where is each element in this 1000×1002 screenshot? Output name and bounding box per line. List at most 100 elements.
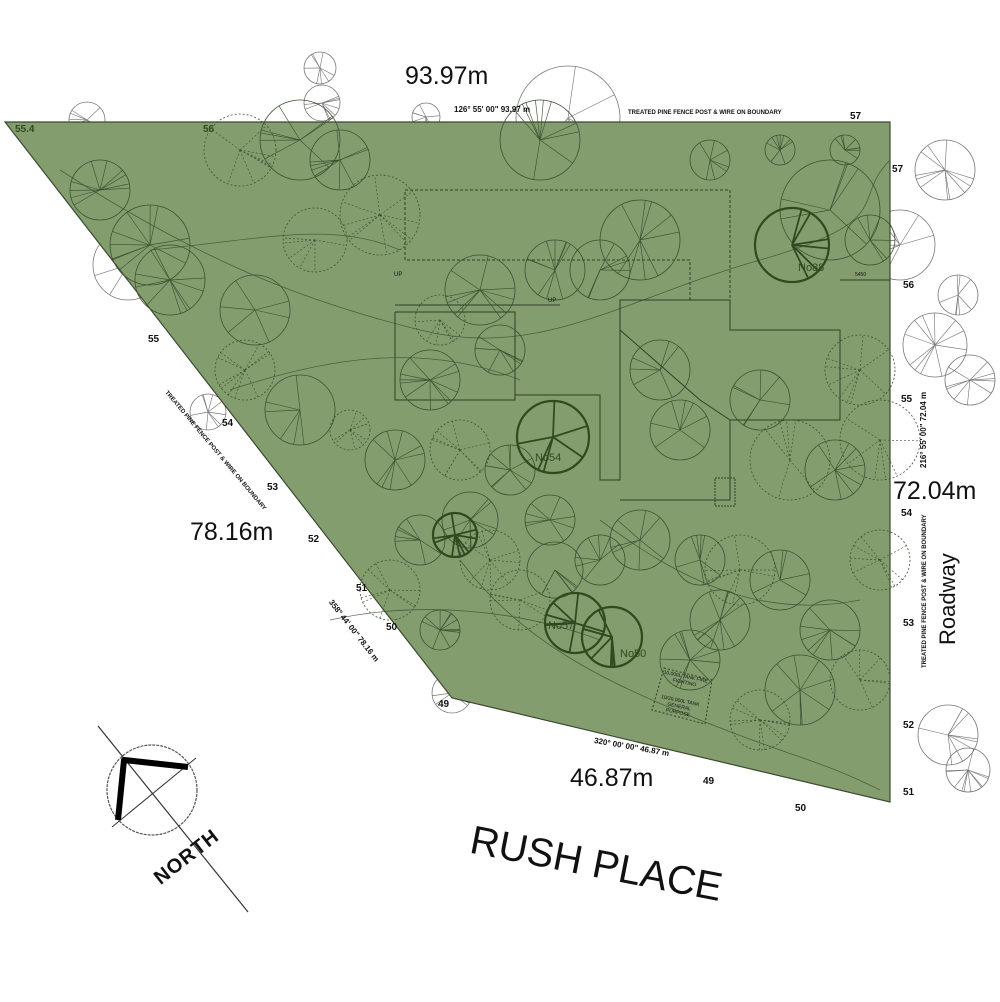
tree-symbol — [799, 599, 861, 661]
contour-label: 49 — [703, 776, 715, 787]
tree-symbol — [764, 134, 796, 166]
tree-symbol — [944, 354, 996, 406]
contour-label: 54 — [222, 418, 234, 429]
house-outline — [394, 189, 890, 507]
tree-symbol — [937, 274, 979, 316]
north-bearing: 126° 55' 00" 93.97 m — [454, 105, 531, 114]
tree-symbol — [902, 312, 968, 378]
tree-symbol — [526, 541, 584, 599]
tree-no57 — [543, 591, 607, 655]
contour-label: 50 — [795, 803, 807, 814]
contour-label: 57 — [892, 164, 904, 175]
tree-symbol — [189, 393, 227, 431]
tree-symbol — [499, 99, 581, 181]
contour-label: 54 — [901, 508, 913, 519]
tree-symbol — [109, 204, 191, 286]
tree-symbol — [414, 294, 466, 346]
north-arrow — [97, 725, 249, 913]
tree-symbol — [134, 244, 206, 316]
contour-label: 57 — [850, 111, 862, 122]
setback-dimension: 5450 — [855, 272, 867, 278]
contour-label: 56 — [903, 280, 915, 291]
tree-symbol — [524, 239, 586, 301]
tree-symbol — [829, 134, 861, 166]
tree-symbol — [484, 444, 536, 496]
tree-symbol — [609, 509, 671, 571]
tree-symbol — [704, 534, 776, 606]
tree-symbol — [264, 374, 336, 446]
tree-symbol — [69, 159, 131, 221]
tree-symbol — [829, 649, 891, 711]
lot-trees — [69, 99, 921, 751]
tree-symbol — [444, 254, 516, 326]
stairs-up-label: UP — [394, 272, 403, 278]
roadway-label: Roadway — [935, 553, 960, 645]
tree-symbol — [303, 84, 341, 122]
contour-label: 49 — [438, 699, 450, 710]
tree-no54 — [515, 399, 591, 475]
tree-symbol — [849, 529, 911, 591]
tree-symbol — [914, 139, 976, 201]
south-boundary-length: 46.87m — [570, 764, 654, 792]
tree-symbol — [419, 609, 461, 651]
contour-label: 51 — [903, 787, 915, 798]
tree-symbol — [394, 514, 446, 566]
east-boundary-length: 72.04m — [893, 477, 977, 505]
tree-symbol — [844, 214, 896, 266]
tree-symbol — [474, 324, 526, 376]
tree-symbol — [574, 534, 626, 586]
tree-symbol — [659, 629, 721, 691]
tree-symbol — [203, 113, 277, 187]
tree-symbol — [569, 239, 631, 301]
lot-boundary — [3, 121, 891, 803]
tree-symbol — [629, 339, 691, 401]
stairs-up-label: UP — [548, 298, 557, 304]
tree-feature — [431, 511, 479, 559]
tree-symbol — [839, 399, 921, 481]
contour-label: 55.4 — [15, 124, 35, 135]
tree-symbol — [729, 369, 791, 431]
tree-symbol — [689, 589, 751, 651]
tree-symbol — [674, 534, 726, 586]
tree-no88 — [753, 206, 831, 284]
tree-symbol — [804, 439, 866, 501]
tree-label-no57: No57 — [548, 620, 575, 632]
contour-label: 51 — [356, 583, 368, 594]
tree-symbol — [689, 139, 731, 181]
tree-symbol — [399, 349, 461, 411]
tree-symbol — [329, 409, 371, 451]
tree-symbol — [259, 99, 341, 181]
tree-label-no50: No50 — [620, 648, 647, 660]
north-fence-note: TREATED PINE FENCE POST & WIRE ON BOUNDA… — [628, 110, 782, 116]
feature-trees — [431, 206, 831, 669]
tree-symbol — [309, 129, 371, 191]
contour-label: 53 — [903, 618, 915, 629]
tree-symbol — [459, 529, 521, 591]
tree-symbol — [749, 419, 831, 501]
tree-symbol — [282, 207, 348, 273]
tree-symbol — [764, 654, 836, 726]
east-fence-note: TREATED PINE FENCE POST & WIRE ON BOUNDA… — [922, 514, 928, 668]
west-boundary-length: 78.16m — [190, 518, 274, 546]
tree-symbol — [749, 549, 811, 611]
east-bearing: 216° 55' 00" 72.04 m — [919, 391, 928, 468]
contour-label: 52 — [308, 534, 320, 545]
contour-label: 52 — [903, 720, 915, 731]
tree-symbol — [917, 704, 979, 766]
tree-symbol — [524, 494, 576, 546]
tree-no50 — [580, 605, 644, 669]
tree-symbol — [729, 689, 791, 751]
tree-symbol — [599, 199, 681, 281]
contour-label: 53 — [267, 482, 279, 493]
tree-symbol — [945, 747, 991, 793]
tree-symbol — [339, 174, 421, 256]
tree-symbol — [219, 274, 291, 346]
tree-symbol — [359, 559, 421, 621]
tree-symbol — [429, 419, 491, 481]
tree-label-no54: No54 — [535, 452, 562, 464]
tree-symbol — [364, 429, 426, 491]
contour-label: 56 — [203, 124, 215, 135]
tree-symbol — [824, 334, 896, 406]
